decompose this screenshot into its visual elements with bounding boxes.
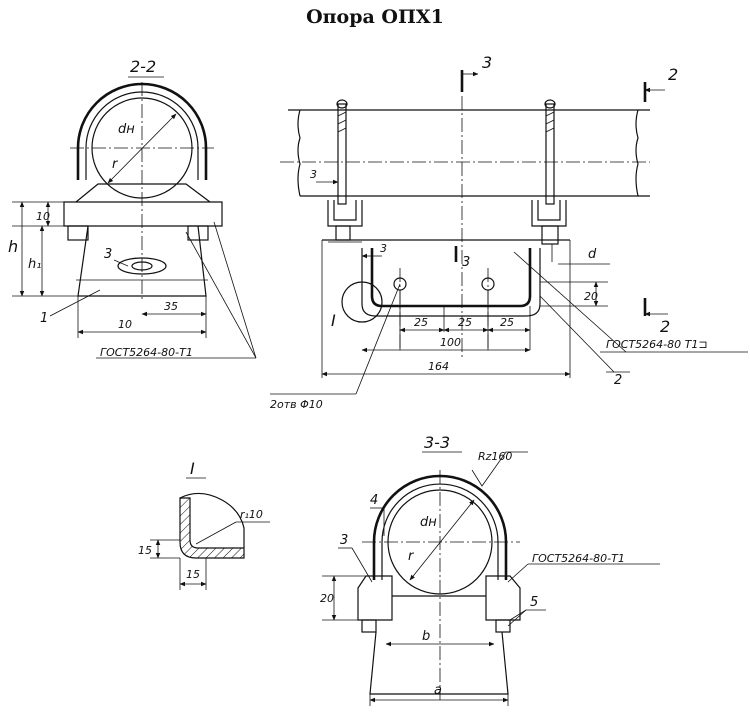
dim-10-horizontal: 10 (118, 318, 132, 331)
part-label-4: 4 (370, 493, 378, 508)
radius-label-3-3: r (408, 549, 415, 564)
cut-2-top-label: 2 (668, 65, 678, 84)
diameter-label: dн (118, 122, 135, 137)
section-2-2: 2-2 dн r 3 10 h h₁ (8, 57, 257, 359)
drawing-title: Опора ОПХ1 (306, 6, 444, 28)
roughness-label: Rz160 (478, 450, 512, 463)
detail-i-circle (341, 281, 383, 323)
u-bolt-right (545, 103, 555, 205)
detail-i-marker: I (331, 311, 336, 330)
dim-h1: h₁ (28, 257, 41, 272)
dim-h: h (8, 237, 18, 256)
detail-i-title: I (190, 459, 195, 478)
dim-d: d (588, 247, 597, 262)
angle-plate (370, 248, 532, 308)
dim-3-left: 3 (310, 168, 317, 181)
detail-dim-15-horizontal: 15 (186, 568, 200, 581)
cut-2-bottom-label: 2 (660, 317, 670, 336)
radius-label: r (112, 157, 119, 172)
detail-dim-15-vertical: 15 (138, 544, 152, 557)
dim-3-wall: 3 (380, 242, 387, 255)
diameter-label-3-3: dн (420, 515, 437, 530)
dim-20-3-3: 20 (320, 592, 334, 605)
dim-25-a: 25 (414, 316, 428, 329)
dim-100: 100 (440, 336, 461, 349)
dim-25-b: 25 (458, 316, 472, 329)
part-label-5: 5 (530, 595, 538, 610)
gost-note-2-2: ГОСТ5264-80-Т1 (100, 346, 193, 359)
cut-3-label: 3 (482, 53, 492, 72)
section-2-2-title: 2-2 (130, 57, 156, 76)
dim-20: 20 (584, 290, 598, 303)
front-view: 3 2 2 (270, 53, 748, 411)
label-3: 3 (104, 247, 112, 262)
part-label-1: 1 (40, 311, 48, 326)
bracket-right (485, 575, 521, 621)
saddle-plate (63, 201, 223, 227)
dim-a: a (434, 683, 442, 698)
u-bolt-left (337, 103, 347, 205)
detail-radius: r₁10 (240, 508, 263, 521)
angle-profile (179, 497, 245, 559)
section-3-3-title: 3-3 (424, 433, 450, 452)
cut-3-small: 3 (462, 255, 470, 270)
bracket-left (357, 575, 393, 621)
holes-note: 2отв Φ10 (270, 398, 323, 411)
nut-left (67, 225, 89, 241)
dim-25-c: 25 (500, 316, 514, 329)
dim-164: 164 (428, 360, 449, 373)
section-3-3: 3-3 Rz160 dн r 4 3 5 ГОСТ5264-80-Т1 (320, 433, 660, 706)
part-label-3: 3 (340, 533, 348, 548)
detail-i: I r₁10 15 15 (138, 459, 270, 590)
gost-note-3-3: ГОСТ5264-80-Т1 (532, 552, 625, 565)
part-label-2: 2 (614, 373, 622, 388)
dim-35: 35 (164, 300, 178, 313)
gost-note-front: ГОСТ5264-80 Т1⊐ (606, 338, 708, 351)
dim-10-vertical: 10 (36, 210, 50, 223)
dim-b: b (422, 629, 430, 644)
